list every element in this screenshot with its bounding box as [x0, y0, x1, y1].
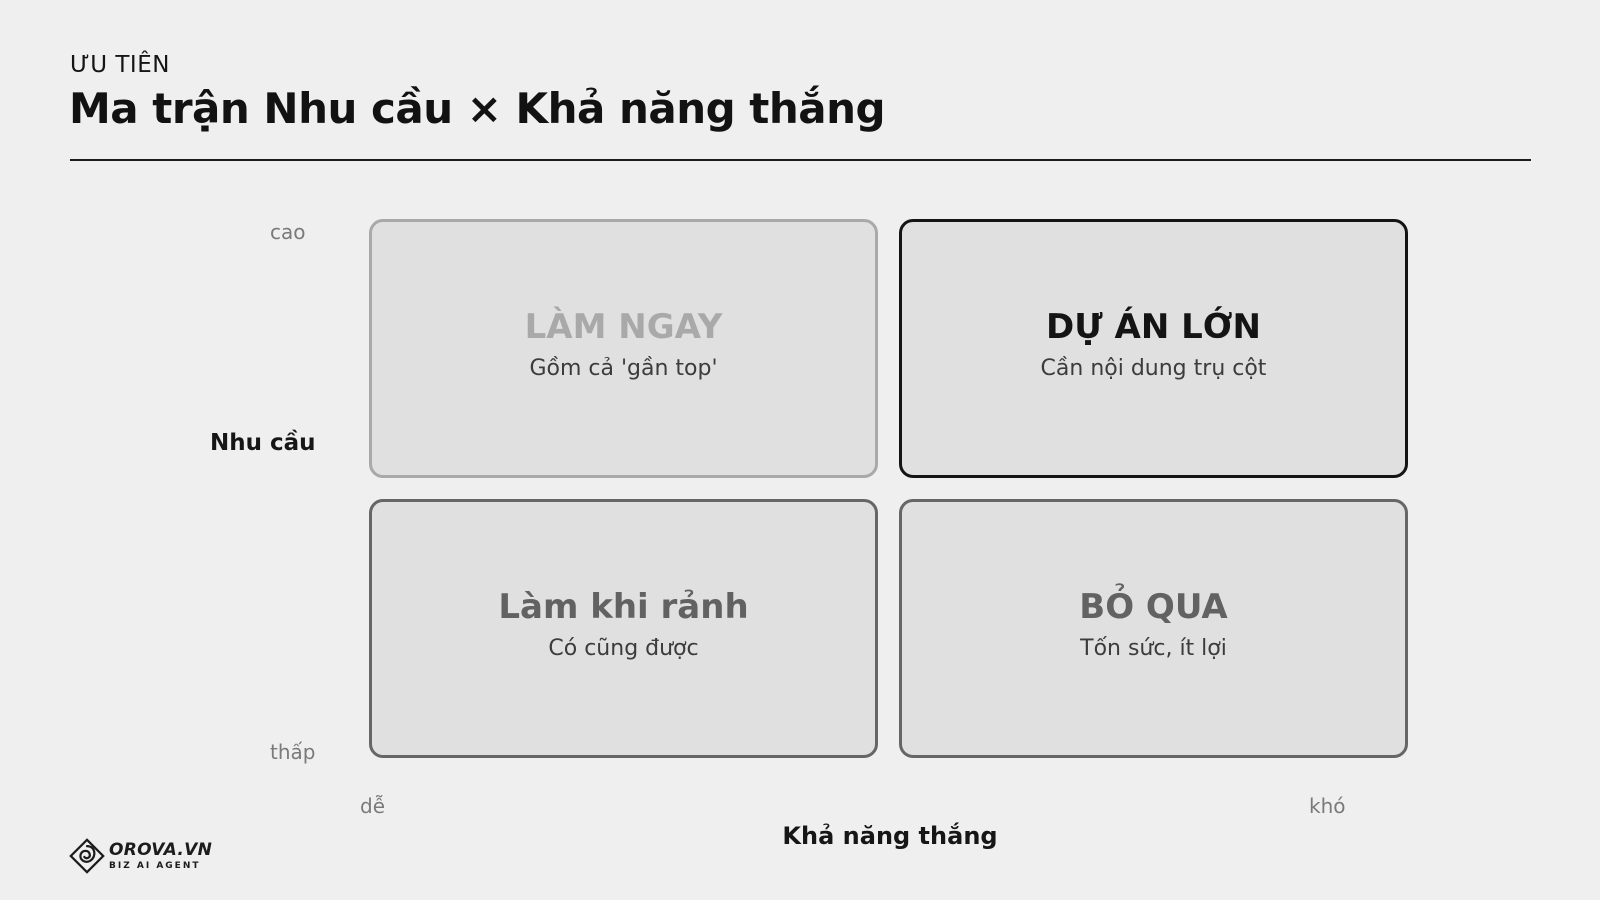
quadrant-subtitle: Gồm cả 'gần top' [529, 356, 718, 381]
y-axis-high-label: cao [270, 220, 306, 244]
x-axis-low-label: dễ [360, 794, 385, 818]
quadrant-title: LÀM NGAY [524, 307, 723, 347]
y-axis-title: Nhu cầu [210, 430, 316, 456]
brand-name: OROVA.VN [109, 839, 213, 860]
brand-tagline: BIZ AI AGENT [109, 860, 201, 871]
quadrant-do-now: LÀM NGAY Gồm cả 'gần top' [369, 219, 878, 478]
page-title: Ma trận Nhu cầu × Khả năng thắng [69, 84, 886, 133]
quadrant-subtitle: Tốn sức, ít lợi [1080, 636, 1227, 661]
quadrant-title: Làm khi rảnh [498, 587, 749, 627]
quadrant-title: DỰ ÁN LỚN [1046, 307, 1261, 347]
quadrant-when-free: Làm khi rảnh Có cũng được [369, 499, 878, 758]
quadrant-skip: BỎ QUA Tốn sức, ít lợi [899, 499, 1408, 758]
quadrant-big-project: DỰ ÁN LỚN Cần nội dung trụ cột [899, 219, 1408, 478]
quadrant-subtitle: Có cũng được [548, 636, 699, 661]
quadrant-title: BỎ QUA [1079, 587, 1228, 627]
header-divider [70, 159, 1531, 161]
brand-logo: OROVA.VN BIZ AI AGENT [69, 838, 212, 874]
spiral-logo-icon [69, 838, 105, 874]
section-eyebrow: ƯU TIÊN [70, 52, 170, 78]
y-axis-low-label: thấp [270, 740, 316, 764]
quadrant-subtitle: Cần nội dung trụ cột [1040, 356, 1267, 381]
x-axis-title: Khả năng thắng [782, 822, 998, 850]
x-axis-high-label: khó [1309, 794, 1346, 818]
